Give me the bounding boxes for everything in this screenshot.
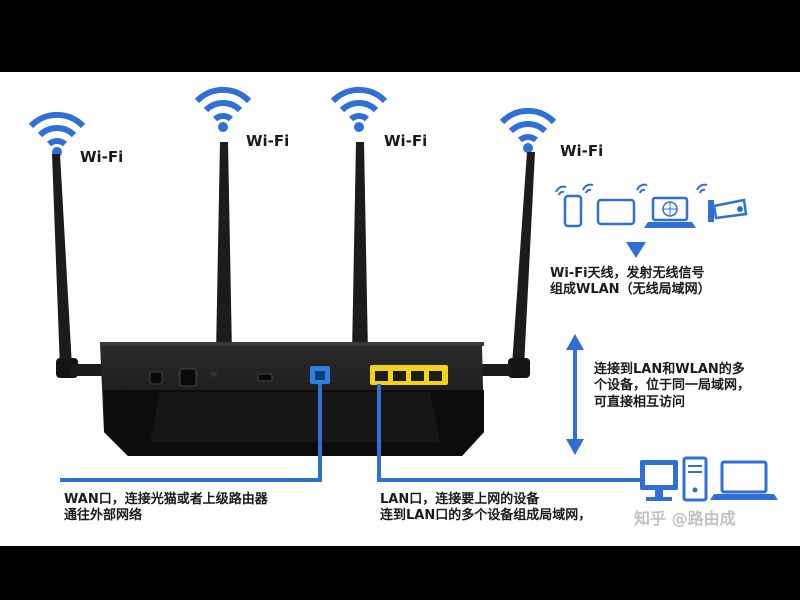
pc-tower-icon: [682, 456, 708, 502]
wlan-note-line-2: 组成WLAN（无线局域网）: [550, 282, 711, 298]
rear-panel: [149, 365, 448, 387]
wireless-devices: [555, 183, 748, 228]
wan-cable: [60, 384, 322, 482]
wifi-signal-icon-4: [499, 107, 557, 153]
power-button: [149, 371, 163, 385]
lan-wlan-note-line-3: 可直接相互访问: [594, 394, 686, 410]
antenna-3: [348, 142, 372, 370]
antenna-label-1: Wi-Fi: [80, 148, 124, 166]
diagram-canvas: Wi-Fi Wi-Fi Wi-Fi Wi-Fi Wi-Fi天线，发射无线信号 组…: [0, 72, 800, 546]
antenna-2: [212, 142, 236, 370]
lan-note-line-1: LAN口，连接要上网的设备: [380, 492, 540, 507]
lan-wlan-note-line-1: 连接到LAN和WLAN的多: [594, 362, 745, 377]
wlan-note-line-1: Wi-Fi天线，发射无线信号: [550, 266, 705, 281]
power-jack: [179, 368, 197, 387]
laptop-icon-wired: [710, 460, 778, 500]
watermark: 知乎 @路由成: [634, 509, 736, 528]
lan-cable: [377, 384, 640, 482]
laptop-icon: [636, 183, 696, 228]
antenna-label-4: Wi-Fi: [560, 142, 604, 160]
antenna-label-3: Wi-Fi: [384, 132, 428, 150]
wan-note-line-2: 通往外部网络: [64, 508, 143, 524]
wired-devices: [640, 456, 778, 502]
phone-icon: [555, 185, 583, 228]
reset-hole: [211, 371, 217, 377]
antenna-label-2: Wi-Fi: [246, 132, 290, 150]
lan-note: LAN口，连接要上网的设备 连到LAN口的多个设备组成局域网，: [380, 492, 591, 525]
monitor-icon: [640, 460, 678, 501]
wan-note-line-1: WAN口，连接光猫或者上级路由器: [64, 492, 268, 507]
wan-note: WAN口，连接光猫或者上级路由器 通往外部网络: [64, 492, 268, 525]
router-diagram: [28, 86, 778, 502]
double-arrow-icon: [566, 334, 584, 455]
tablet-icon: [582, 183, 636, 226]
wifi-signal-icon-3: [330, 86, 388, 132]
router-body: [100, 342, 484, 456]
antenna-1: [52, 154, 104, 378]
lan-wlan-note-line-2: 个设备，位于同一局域网，: [594, 378, 751, 394]
wifi-signal-icon-1: [28, 111, 86, 157]
lan-ports: [370, 365, 448, 385]
lan-note-line-2: 连到LAN口的多个设备组成局域网，: [380, 508, 592, 524]
antenna-4: [478, 152, 535, 378]
wlan-note: Wi-Fi天线，发射无线信号 组成WLAN（无线局域网）: [550, 266, 711, 299]
camera-icon: [696, 183, 748, 222]
wifi-signal-icon-2: [194, 86, 252, 132]
down-arrow-icon: [626, 242, 646, 258]
usb-port: [257, 373, 273, 382]
lan-wlan-note: 连接到LAN和WLAN的多 个设备，位于同一局域网， 可直接相互访问: [594, 362, 750, 411]
